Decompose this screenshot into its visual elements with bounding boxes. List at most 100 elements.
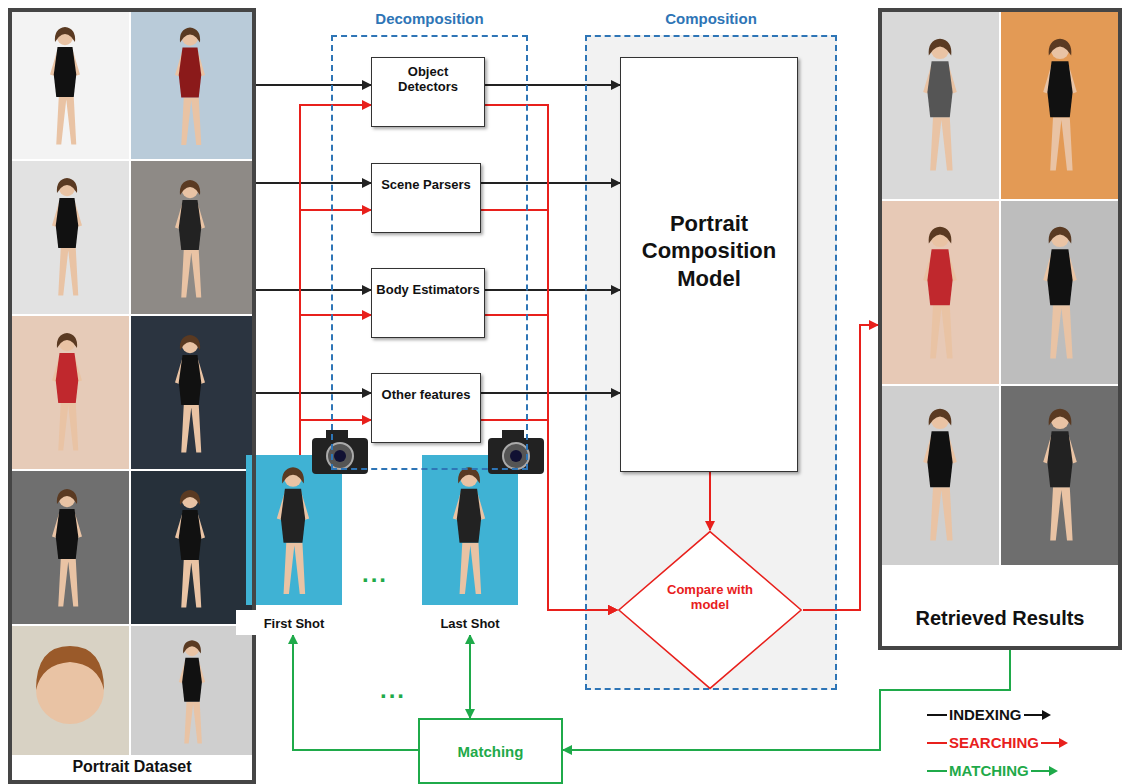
illustration-part [880, 10, 1120, 565]
legend-arrowhead [1049, 766, 1058, 776]
legend-row: INDEXING [925, 706, 1052, 723]
legend-line [1039, 737, 1069, 749]
illustration-part [880, 200, 1000, 385]
legend-line [1022, 709, 1052, 721]
group-box: CompositionPortrait Composition ModelCom… [585, 35, 837, 690]
illustration-part [923, 227, 957, 359]
connector-arrow [485, 105, 617, 610]
connector-arrow [293, 635, 418, 750]
connector-arrow [481, 210, 617, 610]
illustration-part [52, 489, 82, 607]
connector-arrow [300, 210, 371, 455]
process-box: Other features [371, 373, 481, 443]
illustration-part [277, 467, 309, 594]
connector-arrow [481, 182, 620, 184]
node-label: Compare with model [658, 582, 762, 612]
illustration-part [1000, 385, 1120, 565]
legend-line [925, 737, 949, 749]
illustration-part [175, 28, 205, 146]
node-label: Matching [458, 743, 524, 760]
legend-line [925, 709, 949, 721]
illustration-part [175, 490, 205, 608]
legend-line [925, 765, 949, 777]
node-label: Scene Parsers [381, 177, 471, 192]
illustration-part [175, 180, 205, 298]
illustration-part [10, 315, 130, 470]
diamond-shape [619, 532, 801, 689]
illustration-part [130, 315, 254, 470]
legend-stroke [927, 770, 947, 772]
connector-arrow [563, 650, 1010, 750]
illustration-part [422, 455, 518, 605]
decision-diamond: Compare with model [617, 530, 803, 690]
connector-arrow [256, 289, 371, 291]
illustration-part [10, 10, 130, 160]
illustration-part [1043, 409, 1077, 541]
legend-label: INDEXING [949, 706, 1022, 723]
connector-arrow [300, 420, 371, 455]
dataset-panel: Portrait Dataset [8, 8, 256, 784]
illustration-part [130, 625, 254, 758]
ellipsis-label: ... [380, 676, 406, 704]
legend-stroke [1031, 770, 1051, 772]
illustration-part [179, 640, 205, 743]
model-box: Portrait Composition Model [620, 57, 798, 472]
legend-stroke [927, 742, 947, 744]
illustration-part [36, 646, 104, 690]
connector-arrow [469, 635, 471, 718]
illustration-part [923, 409, 957, 541]
photo-shot: Last Shot [422, 455, 518, 635]
connector-arrow [256, 392, 371, 394]
connector-arrow [485, 84, 620, 86]
legend-label: SEARCHING [949, 734, 1039, 751]
retrieved-photos [880, 10, 1120, 565]
legend-stroke [927, 714, 947, 716]
dataset-photos [10, 10, 254, 758]
connector-arrow [481, 420, 617, 610]
photo-shot: First Shot [246, 455, 342, 635]
legend-arrowhead [1059, 738, 1068, 748]
process-box: Object Detectors [371, 57, 485, 127]
node-label: Object Detectors [376, 64, 480, 94]
node-label: Last Shot [412, 610, 528, 635]
illustration-part [453, 467, 485, 594]
process-box: Matching [418, 718, 563, 784]
connector-arrow [300, 105, 371, 455]
illustration-part [880, 10, 1000, 200]
node-label: Other features [382, 387, 471, 402]
shot-photos [246, 430, 544, 605]
process-box: Body Estimators [371, 268, 485, 338]
ellipsis-label: ... [362, 560, 388, 588]
legend-arrowhead [1042, 710, 1051, 720]
illustration-part [175, 335, 205, 453]
illustration-part [10, 470, 130, 625]
connector-arrow [485, 315, 617, 610]
legend-row: SEARCHING [925, 734, 1069, 751]
legend-label: MATCHING [949, 762, 1029, 779]
connector-arrow [300, 315, 371, 455]
legend-row: MATCHING [925, 762, 1059, 779]
connector-arrow [803, 325, 878, 610]
illustration-part [52, 178, 82, 296]
node-label: Retrieved Results [882, 607, 1118, 630]
illustration-part [50, 27, 80, 145]
illustration-part [923, 39, 957, 171]
illustration-part [488, 430, 544, 474]
group-box: DecompositionObject DetectorsScene Parse… [331, 35, 528, 470]
illustration-part [1000, 10, 1120, 200]
connector-arrow [481, 392, 620, 394]
process-box: Scene Parsers [371, 163, 481, 233]
illustration-part [10, 10, 254, 758]
results-panel: Retrieved Results [878, 8, 1122, 650]
illustration-part [246, 455, 342, 605]
node-label: Portrait Composition Model [629, 210, 789, 293]
legend-stroke [1041, 742, 1061, 744]
connector-arrow [709, 472, 711, 530]
illustration-part [130, 470, 254, 625]
illustration-part [880, 385, 1000, 565]
connector-arrow [485, 289, 620, 291]
illustration-part [1043, 39, 1077, 171]
illustration-part [130, 10, 254, 160]
legend-stroke [1024, 714, 1044, 716]
